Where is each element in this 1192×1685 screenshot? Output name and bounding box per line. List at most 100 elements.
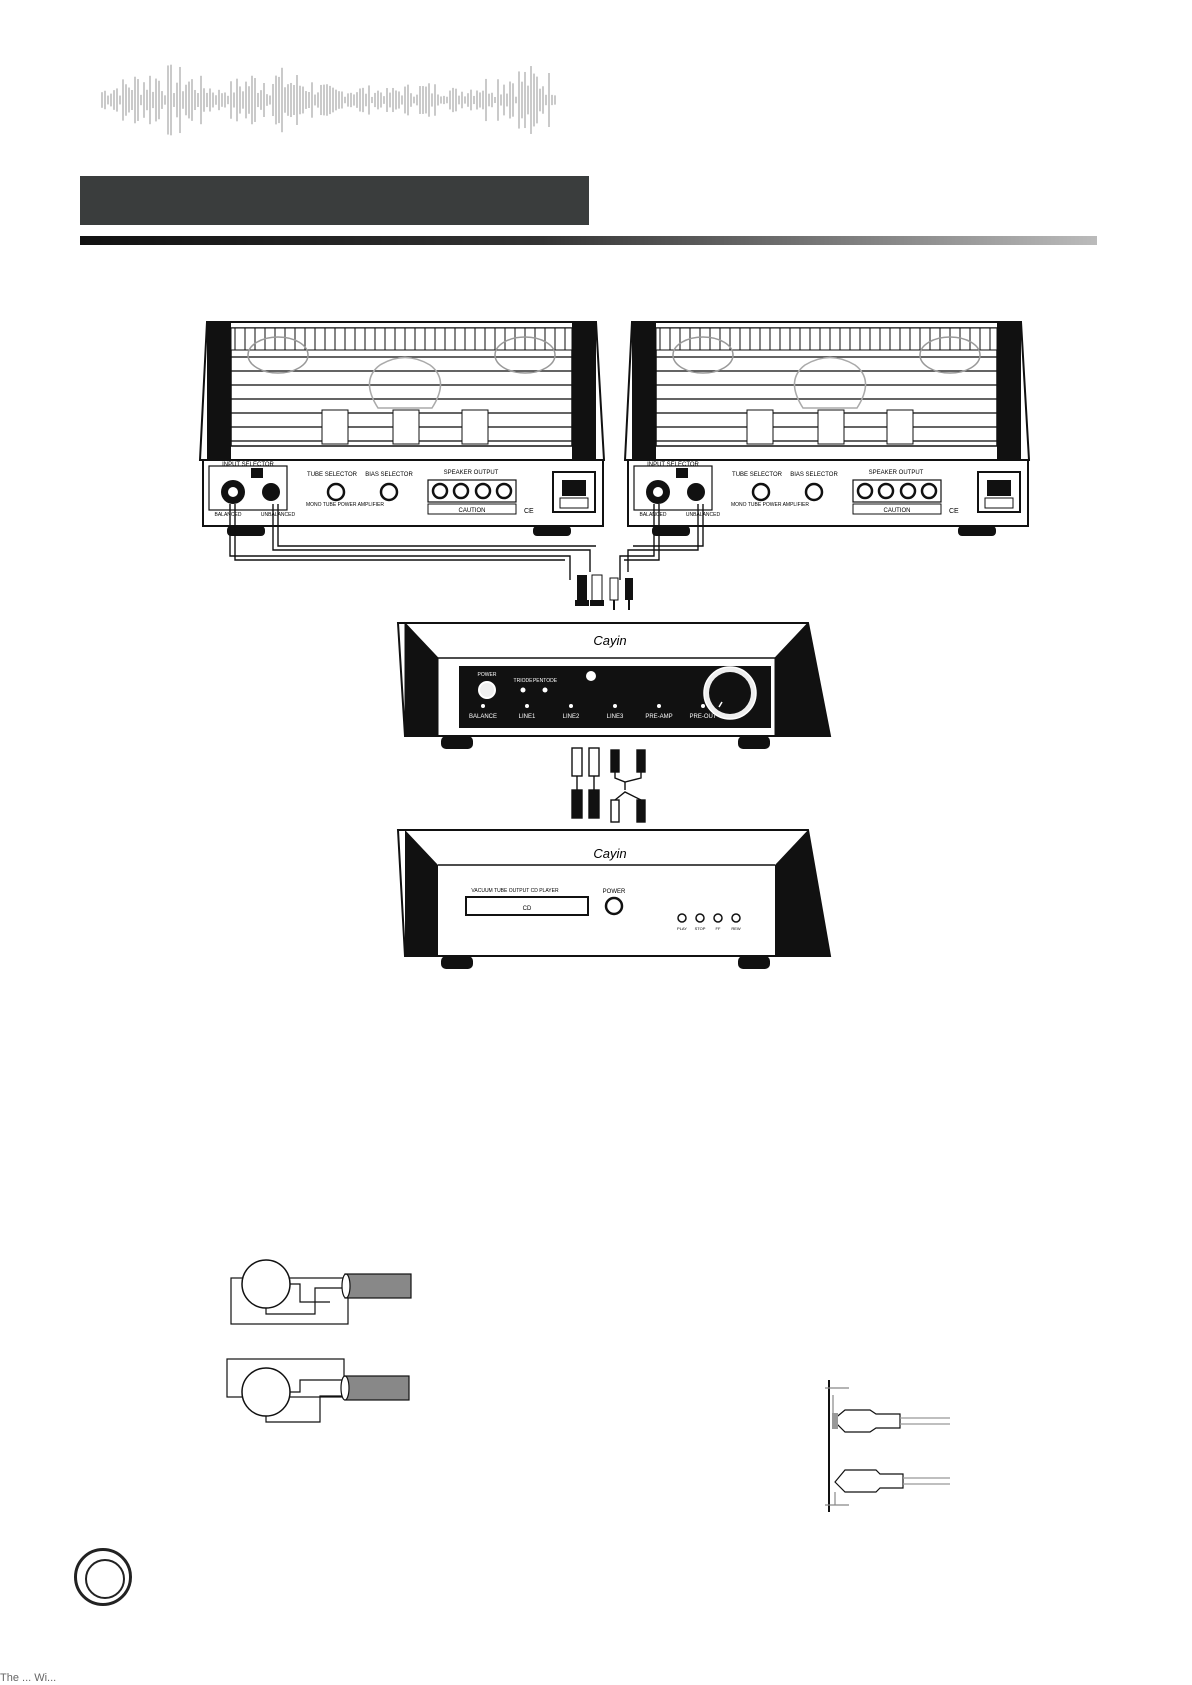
preamp-side-left [404,621,439,737]
input-selector-switch [251,468,263,478]
footer-text: The ... Wi... [0,1672,57,1684]
speaker-output-label: SPEAKER OUTPUT [869,470,924,476]
bias-selector-knob [379,482,399,502]
interconnect-cables [229,504,704,580]
tube-icon [247,336,309,374]
bias-selector-label: BIAS SELECTOR [365,472,413,478]
cd-model-label: VACUUM TUBE OUTPUT CD PLAYER [471,888,559,894]
wiring-figure-1 [230,1259,412,1325]
ce-mark: CE [524,508,534,515]
rca-plug-insertion-figure [825,1380,950,1512]
page-number-badge [74,1548,132,1606]
triode-indicator-label: TRIODE [514,678,534,684]
balanced-label: BALANCED [215,512,242,518]
input-select-pre-out[interactable]: PRE-OUT [690,714,717,720]
input-led [481,704,485,708]
tube-socket [392,409,420,445]
power-button[interactable] [478,681,496,699]
section-title-bar [80,176,589,225]
wiring-figure-2 [226,1358,410,1423]
amp-foot [533,526,571,536]
tube-socket [321,409,349,445]
disc-tray[interactable] [465,896,589,916]
speaker-terminal [474,482,492,500]
ce-mark: CE [949,508,959,515]
tube-selector-knob [751,482,771,502]
speaker-terminal [431,482,449,500]
status-led [520,687,526,693]
cd-ff-button[interactable] [713,913,723,923]
rca-input-jack [262,483,280,501]
amp-foot [958,526,996,536]
tube-icon [368,356,442,409]
preamp-foot [738,736,770,749]
amp-side-panel-right [572,322,596,460]
input-led [525,704,529,708]
tube-selector-knob [326,482,346,502]
speaker-terminal [856,482,874,500]
preamp-foot [441,736,473,749]
cd-rew-label: REW [731,926,741,931]
rca-input-jack [687,483,705,501]
cd-play-label: PLAY [677,926,687,931]
speaker-terminal [495,482,513,500]
power-label: POWER [478,672,497,678]
input-select-line1[interactable]: LINE1 [519,714,536,720]
cd-stop-label: STOP [695,926,706,931]
balanced-label: BALANCED [640,512,667,518]
waveform-graphic [101,64,556,136]
tube-selector-label: TUBE SELECTOR [732,472,783,478]
brand-logo: Cayin [593,633,626,648]
cd-play-button[interactable] [677,913,687,923]
input-select-line2[interactable]: LINE2 [563,714,580,720]
cd-foot [738,956,770,969]
input-led [613,704,617,708]
amp-foot [227,526,265,536]
model-label: MONO TUBE POWER AMPLIFIER [731,502,809,508]
brand-logo: Cayin [593,846,626,861]
speaker-terminal [920,482,938,500]
cd-player: Cayin VACUUM TUBE OUTPUT CD PLAYER CD PO… [396,829,832,969]
cd-foot [441,956,473,969]
cd-ff-label: FF [716,926,721,931]
cd-power-button[interactable] [604,896,624,916]
input-selector-label: INPUT SELECTOR [647,462,699,468]
input-select-balance[interactable]: BALANCE [469,714,497,720]
cd-rew-button[interactable] [731,913,741,923]
preamp-side-right [774,621,831,737]
plug-set-top [575,574,633,610]
input-selector-switch [676,468,688,478]
cd-logo: CD [523,906,532,912]
tube-icon [919,336,981,374]
input-led [657,704,661,708]
power-amp-left: INPUT SELECTOR BALANCED UNBALANCED TUBE … [198,321,606,536]
input-select-line3[interactable]: LINE3 [607,714,624,720]
amp-side-panel-left [207,322,231,460]
speaker-terminal [452,482,470,500]
tube-icon [494,336,556,374]
input-selector-label: INPUT SELECTOR [222,462,274,468]
input-select-pre-amp[interactable]: PRE-AMP [645,714,672,720]
amp-foot [652,526,690,536]
model-label: MONO TUBE POWER AMPLIFIER [306,502,384,508]
status-led [542,687,548,693]
plug-set-bottom [571,747,646,823]
pentode-indicator-label: PENTODE [533,678,558,684]
remote-sensor [586,671,596,681]
bias-selector-label: BIAS SELECTOR [790,472,838,478]
tube-icon [793,356,867,409]
cd-side-left [405,830,438,956]
speaker-output-label: SPEAKER OUTPUT [444,470,499,476]
speaker-terminal [899,482,917,500]
tube-selector-label: TUBE SELECTOR [307,472,358,478]
caution-label: CAUTION [884,508,911,514]
cd-stop-button[interactable] [695,913,705,923]
input-led [701,704,705,708]
header-rule [80,236,1097,245]
speaker-terminal [877,482,895,500]
cd-power-label: POWER [603,889,626,895]
cd-side-right [775,830,830,956]
bias-selector-knob [804,482,824,502]
tube-socket [461,409,489,445]
